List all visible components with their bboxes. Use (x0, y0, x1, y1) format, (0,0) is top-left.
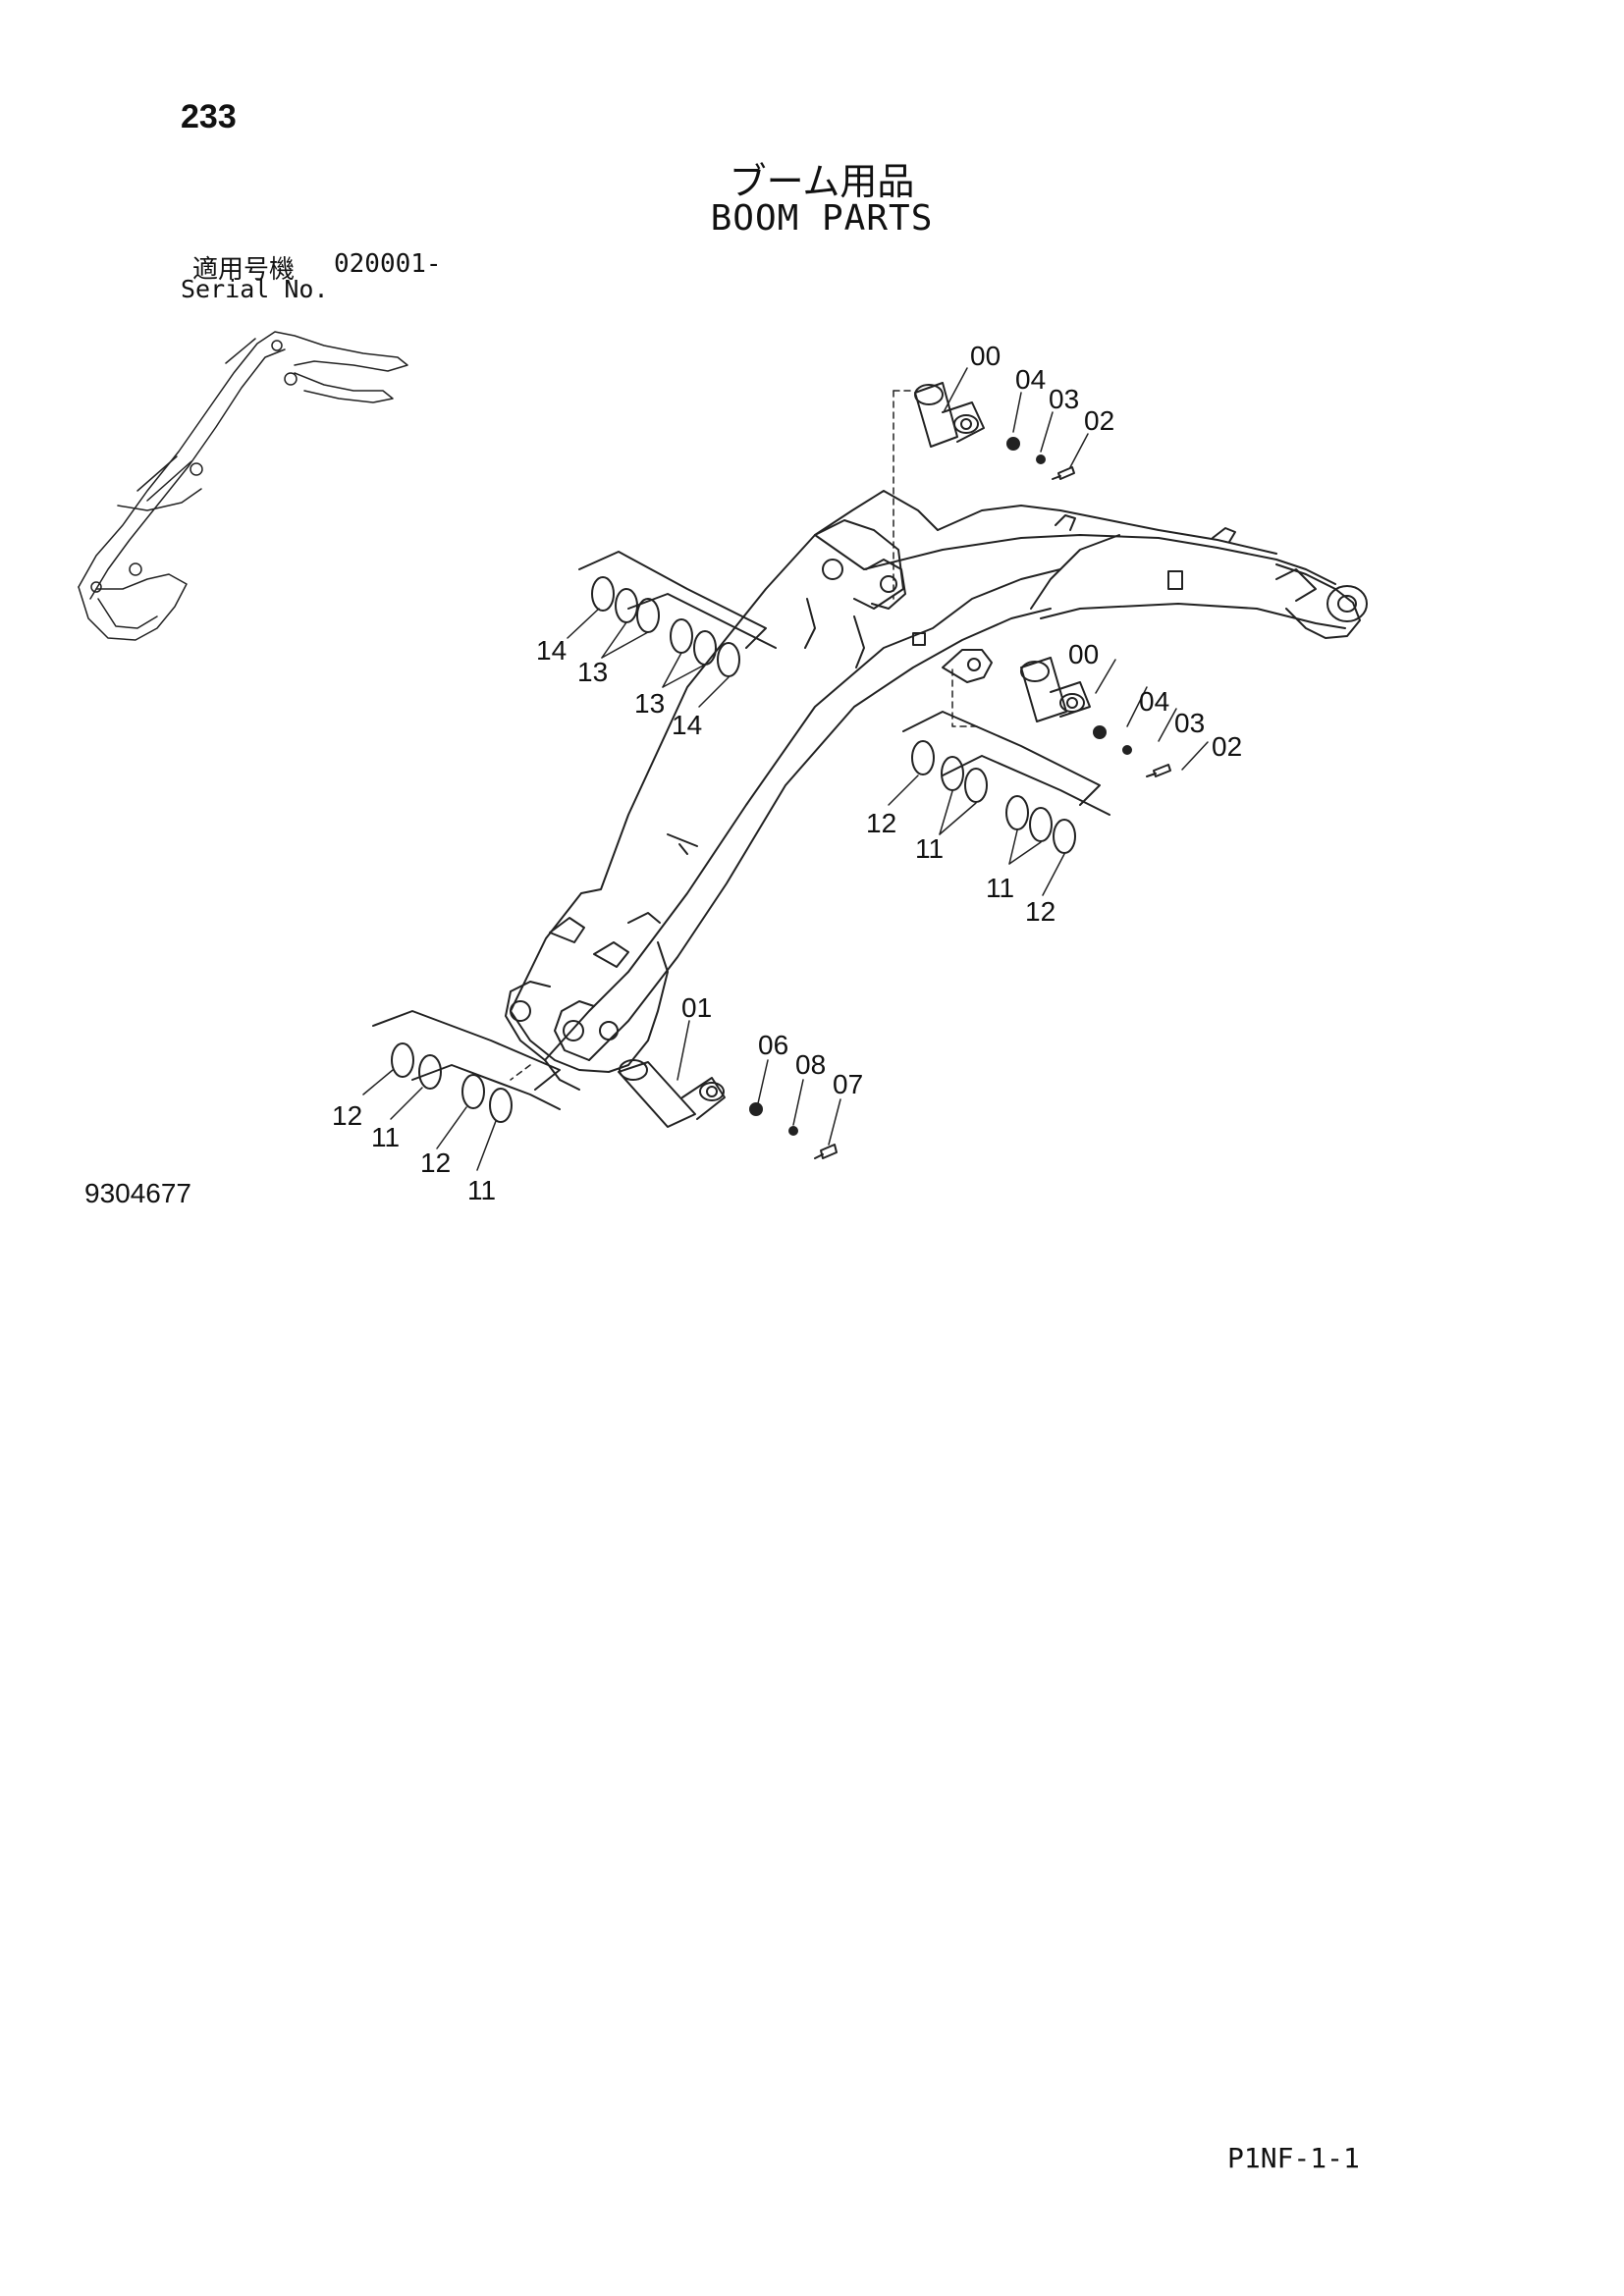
callout-label: 14 (536, 635, 567, 666)
page-number: 233 (181, 98, 237, 135)
lower-pin-assembly (618, 1059, 838, 1159)
page-code: P1NF-1-1 (1227, 2142, 1360, 2174)
callout-label: 13 (577, 657, 608, 687)
callout-label: 11 (467, 1175, 496, 1205)
callout-label: 00 (1068, 639, 1099, 669)
callout-label: 08 (795, 1049, 826, 1080)
pin-leader-lines (510, 390, 983, 1081)
callout-label: 13 (634, 688, 665, 719)
excavator-thumbnail (78, 331, 408, 641)
callout-label: 12 (420, 1148, 451, 1178)
boom-body (505, 490, 1368, 1091)
callout-label: 06 (758, 1030, 788, 1060)
shim-set-lower (372, 1010, 561, 1123)
serial-label-japanese: 適用号機 (192, 255, 296, 285)
document-id: 9304677 (84, 1178, 192, 1208)
callout-label: 11 (371, 1122, 400, 1152)
middle-pin-assembly (1020, 657, 1171, 777)
callout-label: 01 (681, 992, 712, 1023)
page-title: BOOM PARTS (710, 198, 934, 239)
serial-label: Serial No. (181, 275, 329, 303)
callout-label: 04 (1015, 364, 1046, 395)
upper-pin-assembly (914, 382, 1075, 480)
callout-labels: 00 04 03 02 14 13 13 14 00 04 03 02 12 1… (332, 341, 1242, 1205)
page-title-japanese: ブーム用品 (729, 160, 915, 203)
callout-label: 02 (1212, 731, 1242, 762)
callout-label: 12 (866, 808, 896, 838)
callout-label: 07 (833, 1069, 863, 1099)
callout-label: 03 (1174, 708, 1205, 738)
callout-leaders (362, 367, 1209, 1171)
callout-label: 12 (332, 1100, 362, 1131)
shim-set-right (902, 711, 1110, 854)
callout-label: 02 (1084, 405, 1114, 436)
callout-label: 00 (970, 341, 1001, 371)
callout-label: 04 (1139, 686, 1169, 717)
callout-label: 14 (672, 710, 702, 740)
callout-label: 03 (1049, 384, 1079, 414)
callout-label: 12 (1025, 896, 1056, 927)
callout-label: 11 (915, 833, 944, 864)
callout-label: 11 (986, 873, 1014, 903)
serial-number: 020001- (334, 249, 442, 279)
